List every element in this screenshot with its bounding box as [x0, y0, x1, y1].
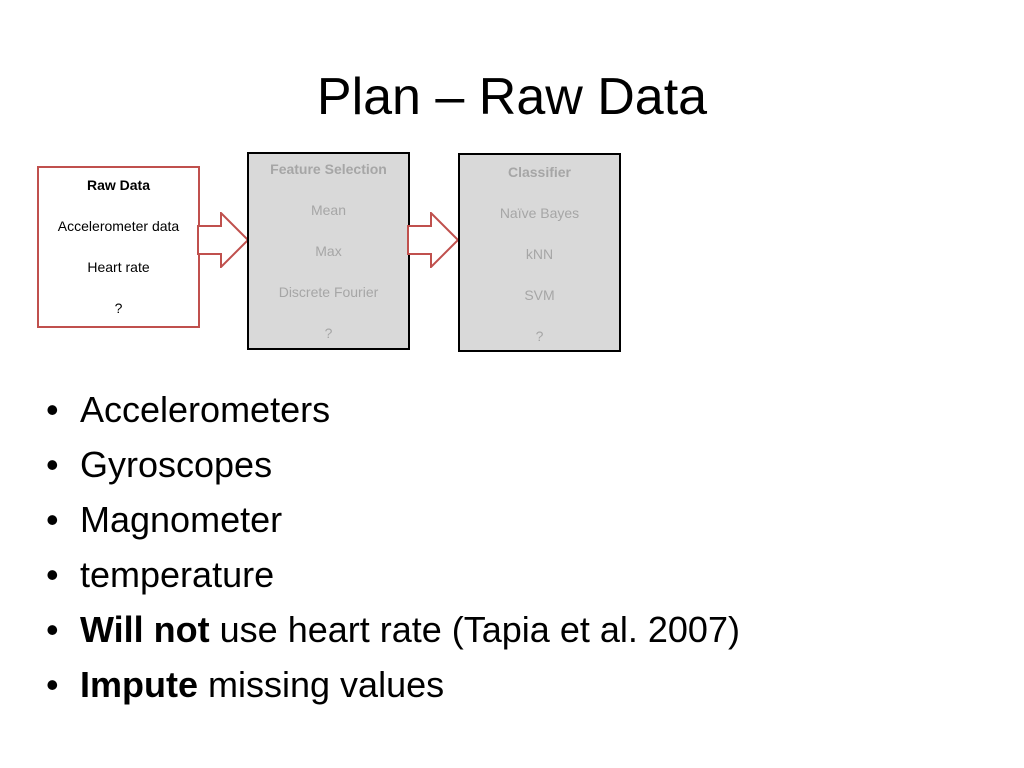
arrow-right-icon	[197, 212, 250, 268]
bullet-text: Accelerometers	[80, 389, 331, 430]
feature-item: Max	[315, 243, 342, 259]
bullet-item: • Magnometer	[46, 492, 740, 547]
classifier-item: kNN	[525, 246, 554, 262]
raw-data-item: Heart rate	[87, 259, 150, 275]
raw-data-item: Accelerometer data	[57, 218, 180, 234]
bullet-dot-icon: •	[46, 554, 59, 595]
classifier-item: SVM	[524, 287, 555, 303]
feature-item: Discrete Fourier	[278, 284, 379, 300]
bullet-text: use heart rate (Tapia et al. 2007)	[209, 609, 740, 650]
arrow-right-icon	[407, 212, 460, 268]
bullet-text: Gyroscopes	[80, 444, 273, 485]
bullet-text: temperature	[80, 554, 275, 595]
feature-selection-header: Feature Selection	[270, 161, 387, 177]
bullet-dot-icon: •	[46, 389, 59, 430]
bullet-dot-icon: •	[46, 499, 59, 540]
raw-data-item: ?	[114, 300, 123, 316]
bullet-text: missing values	[198, 664, 445, 705]
raw-data-header: Raw Data	[86, 177, 151, 193]
bullet-bold-text: Impute	[80, 664, 199, 705]
bullet-item: • Gyroscopes	[46, 437, 740, 492]
bullet-item: • Impute missing values	[46, 657, 740, 712]
classifier-header: Classifier	[507, 164, 572, 180]
bullet-dot-icon: •	[46, 609, 59, 650]
feature-selection-box: Feature Selection Mean Max Discrete Four…	[247, 152, 410, 350]
raw-data-box: Raw Data Accelerometer data Heart rate ?	[37, 166, 200, 328]
bullet-item: • Will not use heart rate (Tapia et al. 2…	[46, 602, 740, 657]
bullet-bold-text: Will not	[80, 609, 210, 650]
bullet-item: • Accelerometers	[46, 382, 740, 437]
bullet-dot-icon: •	[46, 444, 59, 485]
classifier-item: Naïve Bayes	[499, 205, 580, 221]
bullet-item: • temperature	[46, 547, 740, 602]
bullet-list: •Accelerometers •Gyroscopes •Magnometer …	[46, 382, 740, 712]
bullet-text: Magnometer	[80, 499, 283, 540]
feature-item: ?	[324, 325, 333, 341]
classifier-box: Classifier Naïve Bayes kNN SVM ?	[458, 153, 621, 352]
slide-title: Plan – Raw Data	[316, 68, 708, 126]
feature-item: Mean	[310, 202, 347, 218]
bullet-dot-icon: •	[46, 664, 59, 705]
classifier-item: ?	[535, 328, 544, 344]
